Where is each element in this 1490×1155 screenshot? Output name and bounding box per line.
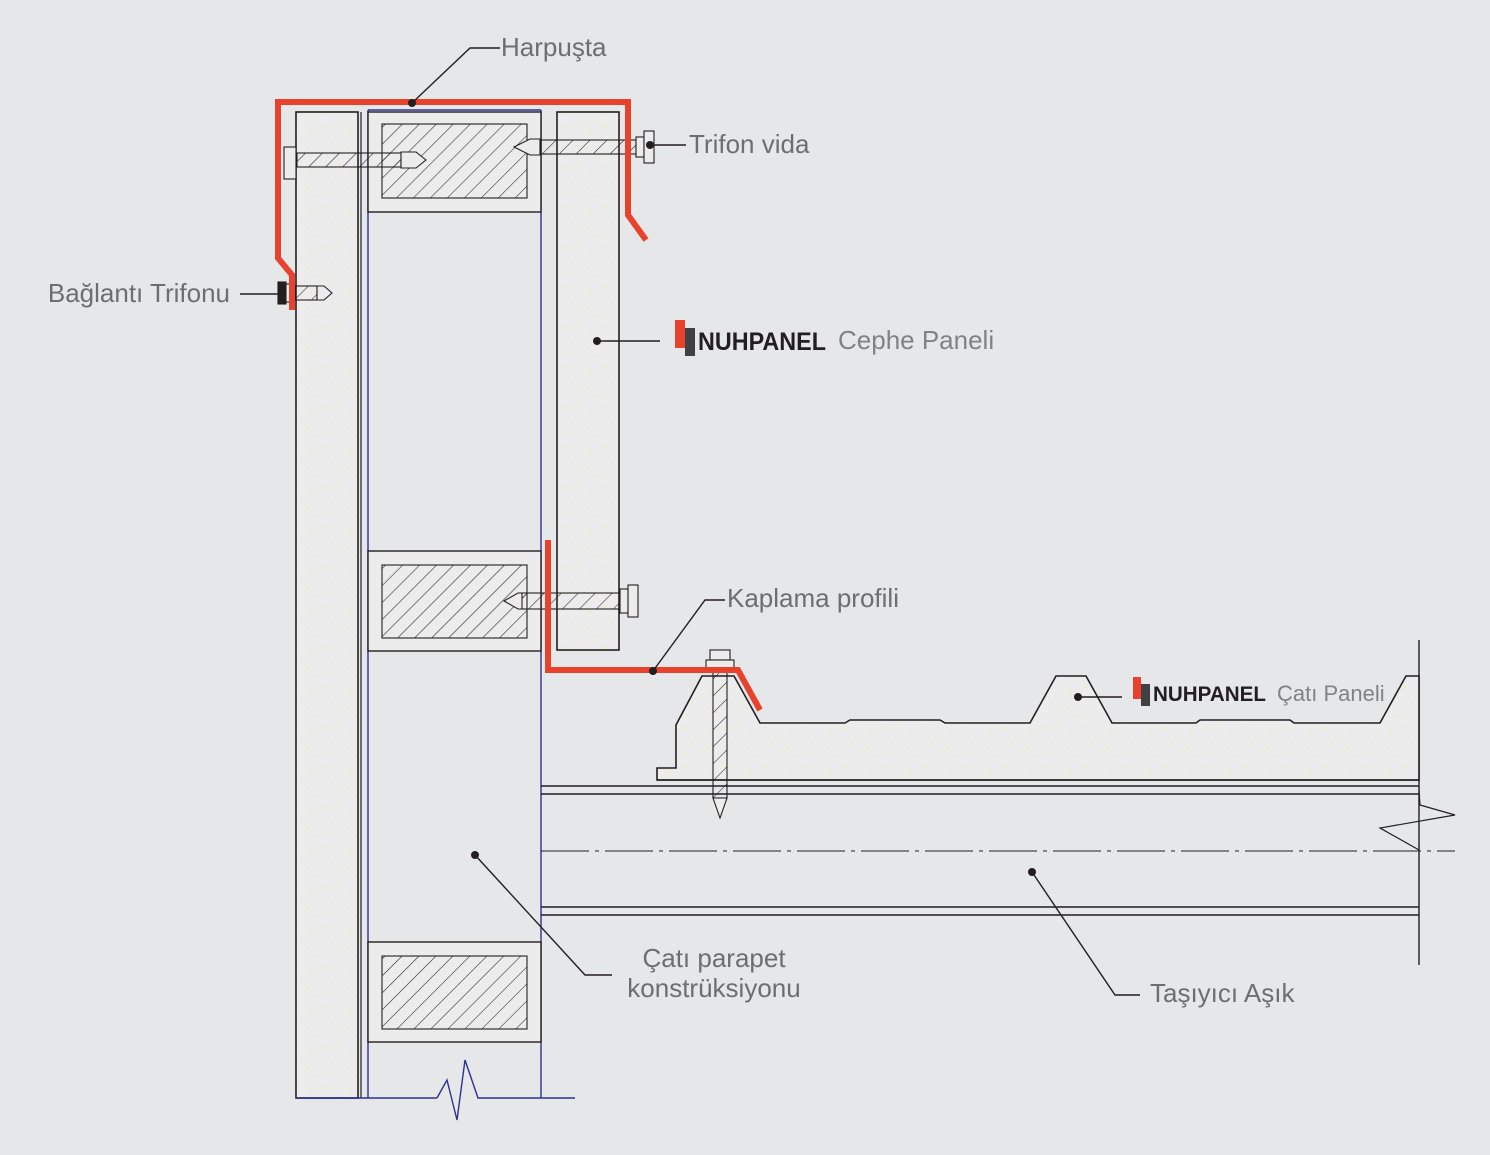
label-cati-parapet-line2: konstrüksiyonu <box>627 973 800 1003</box>
kaplama-profili-flashing <box>545 540 763 712</box>
label-kaplama-profili: Kaplama profili <box>727 583 899 613</box>
label-cephe-paneli: Cephe Paneli <box>838 325 994 355</box>
leader-tasiyici-asik <box>1028 868 1140 996</box>
leader-cati-parapet <box>471 851 612 976</box>
label-baglanti-trifonu: Bağlantı Trifonu <box>48 278 230 308</box>
brand-name-facade: NUHPANEL <box>698 328 826 356</box>
leader-cephe-paneli <box>593 337 660 345</box>
leader-kaplama-profili <box>649 599 725 675</box>
leader-cati-paneli <box>1074 693 1122 701</box>
nuhpanel-logo-roof <box>1133 677 1150 706</box>
brand-name-roof: NUHPANEL <box>1153 683 1266 706</box>
leader-trifon-vida <box>646 141 686 149</box>
nuhpanel-logo-facade <box>675 320 695 356</box>
facade-panel <box>556 111 620 651</box>
label-cati-paneli: Çatı Paneli <box>1277 681 1385 706</box>
purlin <box>541 640 1456 965</box>
timber-block-middle <box>367 550 542 652</box>
label-cati-parapet-line1: Çatı parapet <box>642 943 786 973</box>
label-harpusta: Harpuşta <box>501 32 607 62</box>
label-trifon-vida: Trifon vida <box>689 129 810 159</box>
harpusta-flashing <box>275 99 649 310</box>
trifon-screw-top-left <box>283 146 427 180</box>
timber-block-bottom <box>367 941 542 1043</box>
label-tasiyici-asik: Taşıyıcı Aşık <box>1150 978 1295 1008</box>
outer-wall-panel <box>295 111 359 1099</box>
leader-harpusta <box>408 47 500 107</box>
roof-panel <box>656 675 1420 781</box>
